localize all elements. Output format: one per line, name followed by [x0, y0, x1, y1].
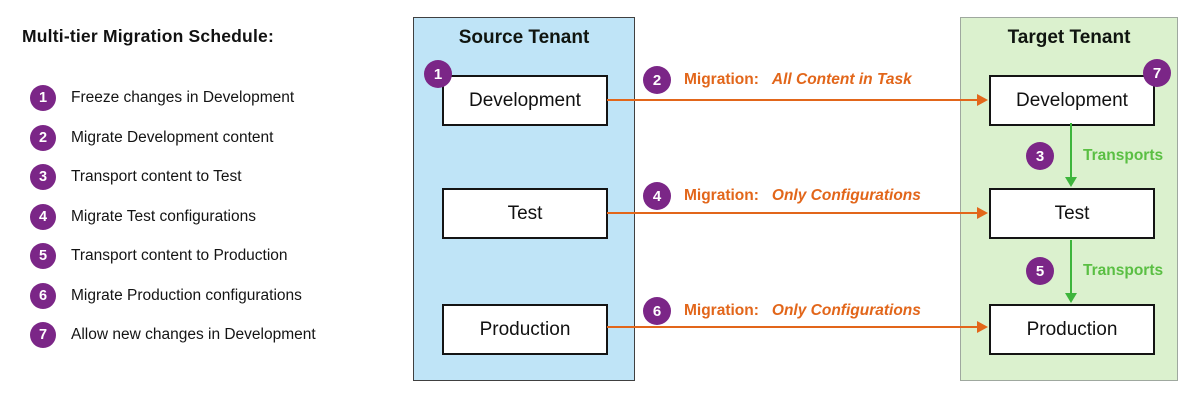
migration-arrow-test: [607, 207, 988, 219]
transport-label-test-to-prod: Transports: [1083, 262, 1164, 279]
migration-detail: Only Configurations: [771, 187, 921, 204]
schedule-step: 3 Transport content to Test: [30, 164, 316, 190]
transport-arrow-test-to-prod: [1065, 240, 1077, 303]
source-tenant-container: Source Tenant Development Test Productio…: [413, 17, 635, 381]
step6-badge: 6: [643, 297, 671, 325]
migration-detail: Only Configurations: [771, 302, 921, 319]
schedule-step-list: 1 Freeze changes in Development 2 Migrat…: [30, 85, 316, 348]
step1-badge-on-source-development: 1: [424, 60, 452, 88]
target-test-box: Test: [989, 188, 1155, 239]
migration-text: Migration:: [684, 302, 759, 319]
step-label: Migrate Production configurations: [71, 286, 302, 304]
step-number-badge: 4: [30, 203, 56, 230]
schedule-step: 6 Migrate Production configurations: [30, 282, 316, 309]
step-label: Freeze changes in Development: [71, 89, 295, 106]
step4-badge: 4: [643, 182, 671, 210]
migration-text: Migration:: [684, 187, 759, 204]
schedule-step: 4 Migrate Test configurations: [30, 203, 316, 230]
transport-arrow-dev-to-test: [1065, 123, 1077, 187]
migration-arrow-development: [607, 94, 988, 106]
step-label: Migrate Test configurations: [71, 207, 256, 225]
step-label: Allow new changes in Development: [71, 326, 316, 343]
migration-text: Migration:: [684, 71, 759, 88]
schedule-step: 1 Freeze changes in Development: [30, 85, 316, 111]
step5-badge: 5: [1026, 257, 1054, 285]
source-development-box: Development: [442, 75, 608, 126]
target-production-box: Production: [989, 304, 1155, 355]
step-number-badge: 1: [30, 85, 56, 111]
step7-badge-on-target-development: 7: [1143, 59, 1171, 87]
source-tenant-title: Source Tenant: [458, 27, 590, 48]
target-development-box: Development: [989, 75, 1155, 126]
step2-badge: 2: [643, 66, 671, 94]
schedule-step: 5 Transport content to Production: [30, 243, 316, 269]
migration-detail: All Content in Task: [771, 71, 912, 88]
step-number-badge: 7: [30, 322, 56, 348]
step-label: Transport content to Test: [71, 168, 242, 185]
transport-label-dev-to-test: Transports: [1083, 147, 1164, 164]
schedule-step: 7 Allow new changes in Development: [30, 322, 316, 348]
step-number-badge: 5: [30, 243, 56, 269]
step-label: Transport content to Production: [71, 247, 288, 264]
step-number-badge: 3: [30, 164, 56, 190]
step3-badge: 3: [1026, 142, 1054, 170]
schedule-step: 2 Migrate Development content: [30, 124, 316, 151]
step-number-badge: 6: [30, 282, 56, 309]
target-tenant-title: Target Tenant: [1007, 27, 1131, 48]
migration-arrow-production: [607, 321, 988, 333]
target-tenant-container: Target Tenant Development Test Productio…: [960, 17, 1178, 381]
source-test-box: Test: [442, 188, 608, 239]
step-label: Migrate Development content: [71, 128, 274, 146]
migration-label-production: 6 Migration: Only Configurations: [643, 297, 921, 325]
migration-label-test: 4 Migration: Only Configurations: [643, 182, 921, 210]
source-production-box: Production: [442, 304, 608, 355]
step-number-badge: 2: [30, 124, 56, 151]
migration-label-development: 2 Migration: All Content in Task: [643, 66, 912, 94]
schedule-title: Multi-tier Migration Schedule:: [22, 26, 274, 46]
